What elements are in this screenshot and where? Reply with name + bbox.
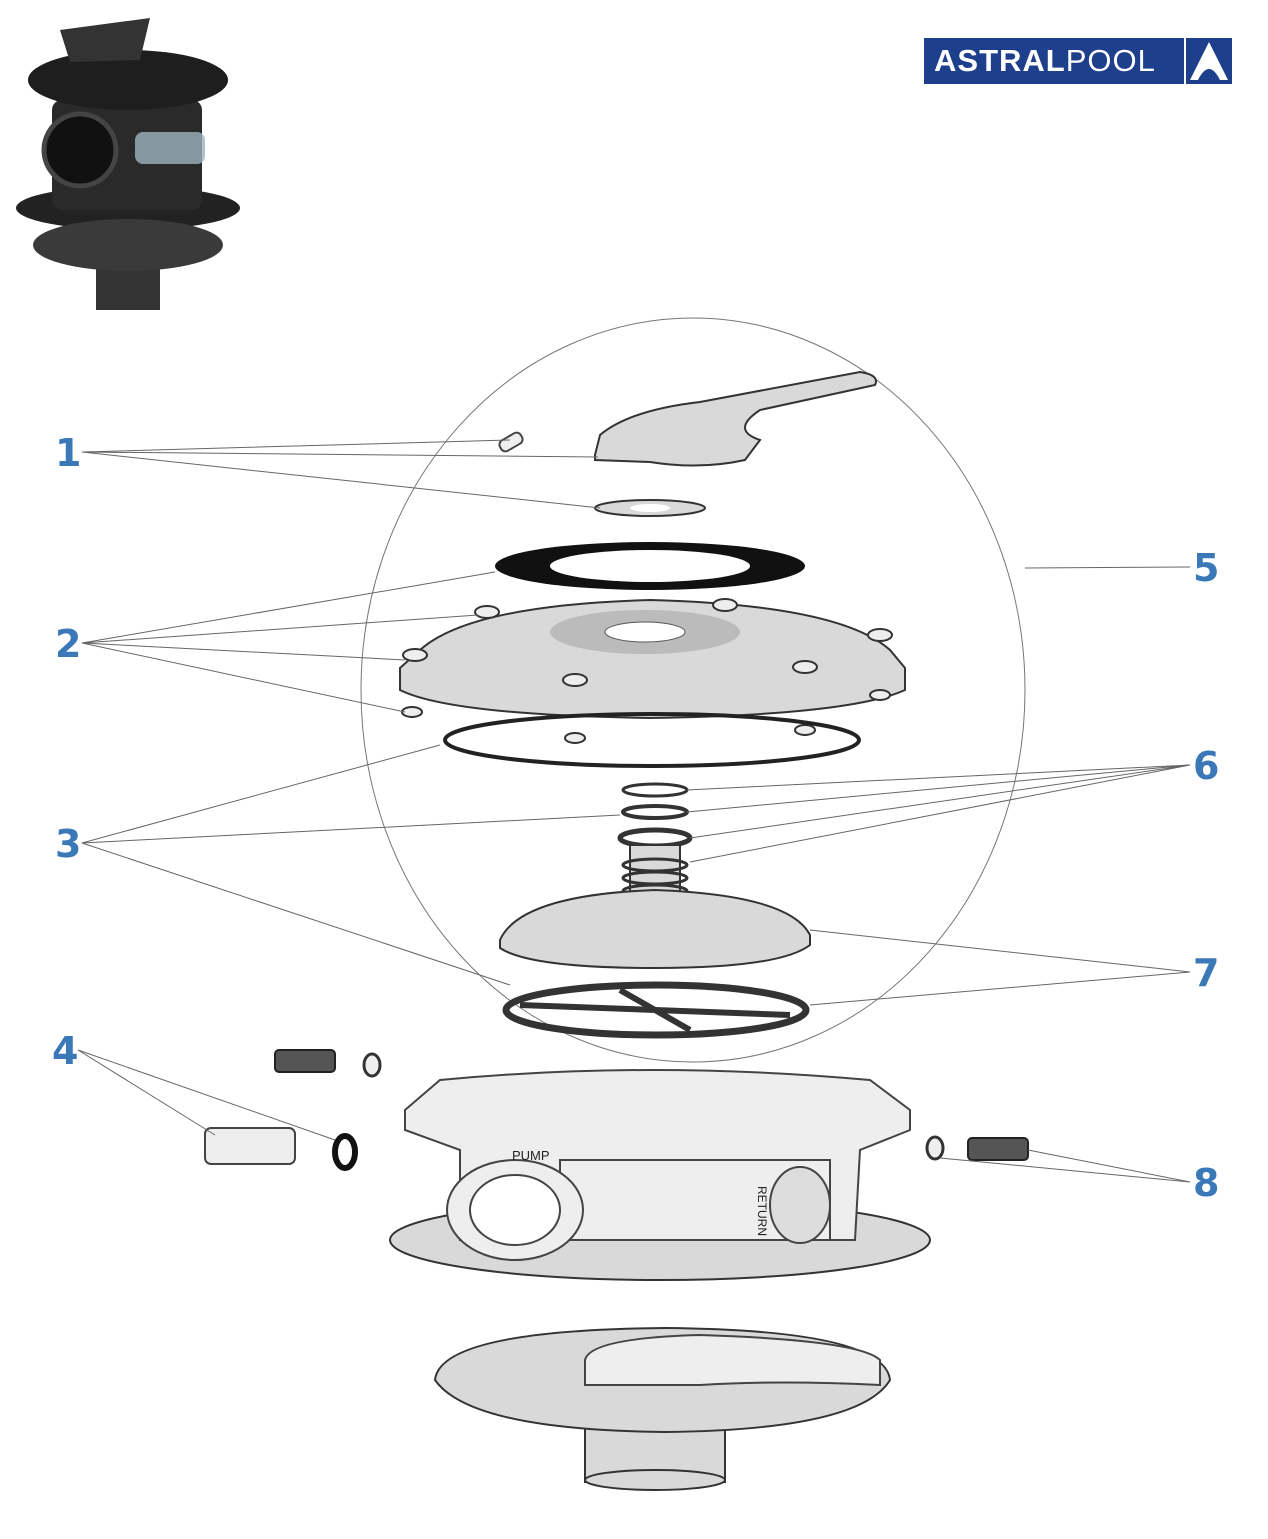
callout-6: 6 — [1193, 744, 1219, 788]
callout-1: 1 — [55, 431, 81, 475]
logo-text: ASTRALPOOL — [934, 43, 1156, 78]
valve-body: PUMP RETURN — [389, 1069, 931, 1281]
callout-5: 5 — [1193, 546, 1219, 590]
pump-text: PUMP — [512, 1148, 550, 1163]
diffuser-part — [433, 1326, 892, 1491]
leader-lines — [77, 439, 1191, 1183]
rotor-seals-part — [617, 782, 693, 906]
callout-7: 7 — [1193, 951, 1219, 995]
lid-assembly-outline — [360, 317, 1026, 1063]
valve-product-photo — [16, 18, 240, 310]
callout-4: 4 — [52, 1029, 78, 1073]
o-ring-part — [443, 712, 861, 768]
astralpool-logo: ASTRALPOOL — [924, 38, 1232, 84]
connectors-part — [204, 1049, 1029, 1171]
handle-part — [498, 370, 877, 517]
callout-2: 2 — [55, 622, 81, 666]
callout-3: 3 — [55, 822, 81, 866]
return-text: RETURN — [755, 1186, 769, 1236]
cover-part — [399, 542, 906, 744]
logo-triangle-icon — [1184, 38, 1228, 84]
rotor-part — [499, 888, 811, 1039]
callout-8: 8 — [1193, 1161, 1219, 1205]
